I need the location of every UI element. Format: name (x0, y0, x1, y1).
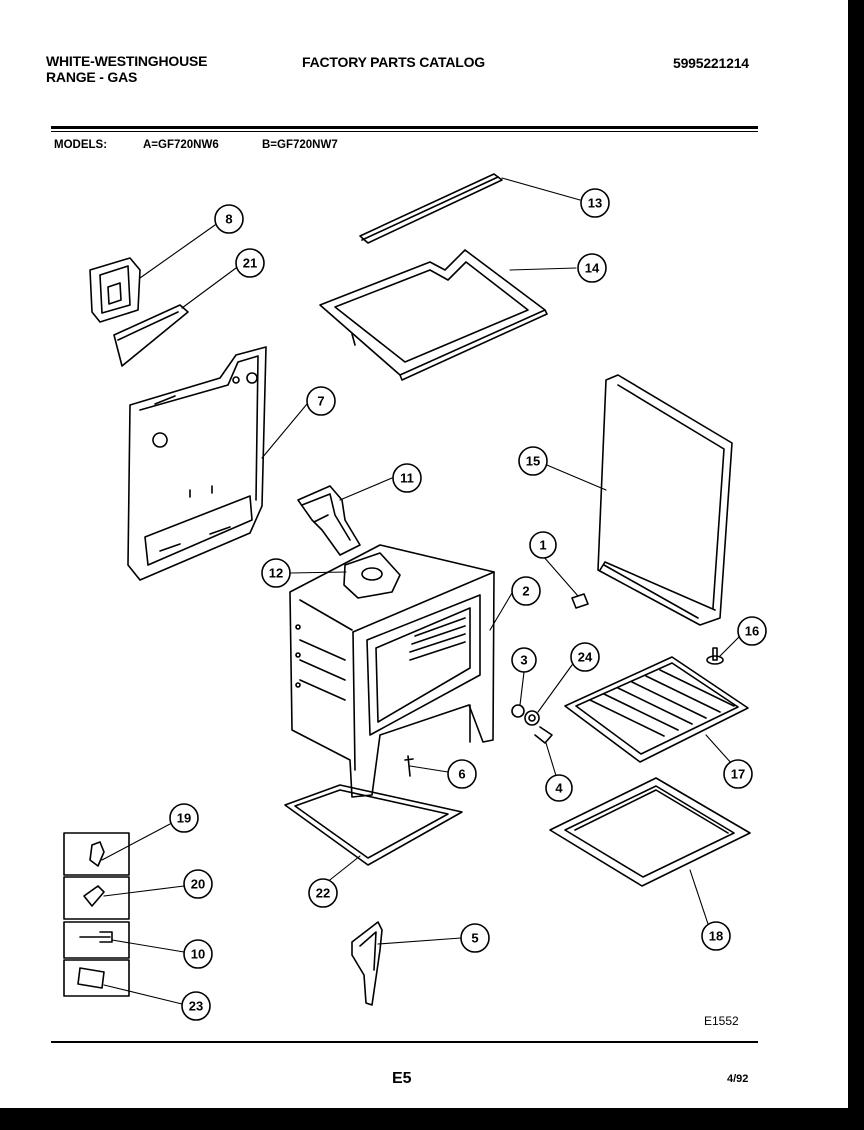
callout-6: 6 (458, 767, 465, 782)
part-hinge (351, 921, 383, 1006)
figure-code: E1552 (704, 1014, 739, 1028)
brand-title: WHITE-WESTINGHOUSE RANGE - GAS (46, 53, 207, 85)
callout-circles (169, 188, 767, 1021)
callout-3: 3 (520, 653, 527, 668)
callout-22: 22 (316, 886, 330, 901)
part-oven-body (289, 544, 495, 798)
part-pin (404, 755, 414, 777)
callout-4: 4 (555, 781, 563, 796)
callout-15: 15 (526, 454, 540, 469)
small-parts-boxes (63, 832, 130, 997)
callout-14: 14 (585, 261, 600, 276)
page-code: E5 (392, 1070, 412, 1087)
callout-8: 8 (225, 212, 232, 227)
part-burner (343, 552, 401, 599)
catalog-title: FACTORY PARTS CATALOG (302, 54, 485, 70)
callout-1: 1 (539, 538, 546, 553)
part-bottom-plate (284, 784, 463, 866)
header-rule-top (51, 126, 758, 129)
callout-19: 19 (177, 811, 191, 826)
callout-12: 12 (269, 566, 283, 581)
part-valve (511, 704, 553, 744)
callout-5: 5 (471, 931, 478, 946)
header-rule-bottom (51, 131, 758, 132)
part-door-panel (597, 374, 733, 626)
callout-7: 7 (317, 394, 324, 409)
callout-10: 10 (191, 947, 205, 962)
callout-24: 24 (578, 650, 593, 665)
callout-13: 13 (588, 196, 602, 211)
models-label: MODELS: (54, 139, 108, 151)
catalog-number: 5995221214 (673, 55, 749, 71)
part-bracket-box (89, 257, 141, 323)
part-knob (571, 593, 589, 609)
model-a: A=GF720NW6 (143, 139, 219, 151)
callout-11: 11 (400, 471, 414, 486)
callout-23: 23 (189, 999, 203, 1014)
leader-lines (101, 177, 743, 1005)
exploded-parts-diagram: 8 21 13 14 7 11 15 1 12 2 16 3 24 6 4 17… (63, 173, 767, 1021)
part-duct (297, 485, 361, 556)
part-rail (359, 173, 503, 244)
part-plate (113, 304, 189, 367)
part-back-panel (127, 346, 267, 581)
catalog-page: WHITE-WESTINGHOUSE RANGE - GAS FACTORY P… (0, 0, 848, 1108)
part-broiler-pan (549, 777, 751, 887)
callout-16: 16 (745, 624, 759, 639)
part-cap (706, 647, 724, 665)
part-rack (564, 656, 749, 763)
brand-line-2: RANGE - GAS (46, 69, 138, 85)
model-b: B=GF720NW7 (262, 139, 338, 151)
callout-labels: 8 21 13 14 7 11 15 1 12 2 16 3 24 6 4 17… (177, 196, 759, 1014)
callout-20: 20 (191, 877, 205, 892)
callout-2: 2 (522, 584, 529, 599)
part-top-panel (319, 249, 548, 381)
callout-17: 17 (731, 767, 745, 782)
page-date: 4/92 (727, 1073, 749, 1085)
footer-rule (51, 1041, 758, 1043)
callout-18: 18 (709, 929, 723, 944)
callout-21: 21 (243, 256, 257, 271)
brand-line-1: WHITE-WESTINGHOUSE (46, 53, 208, 69)
